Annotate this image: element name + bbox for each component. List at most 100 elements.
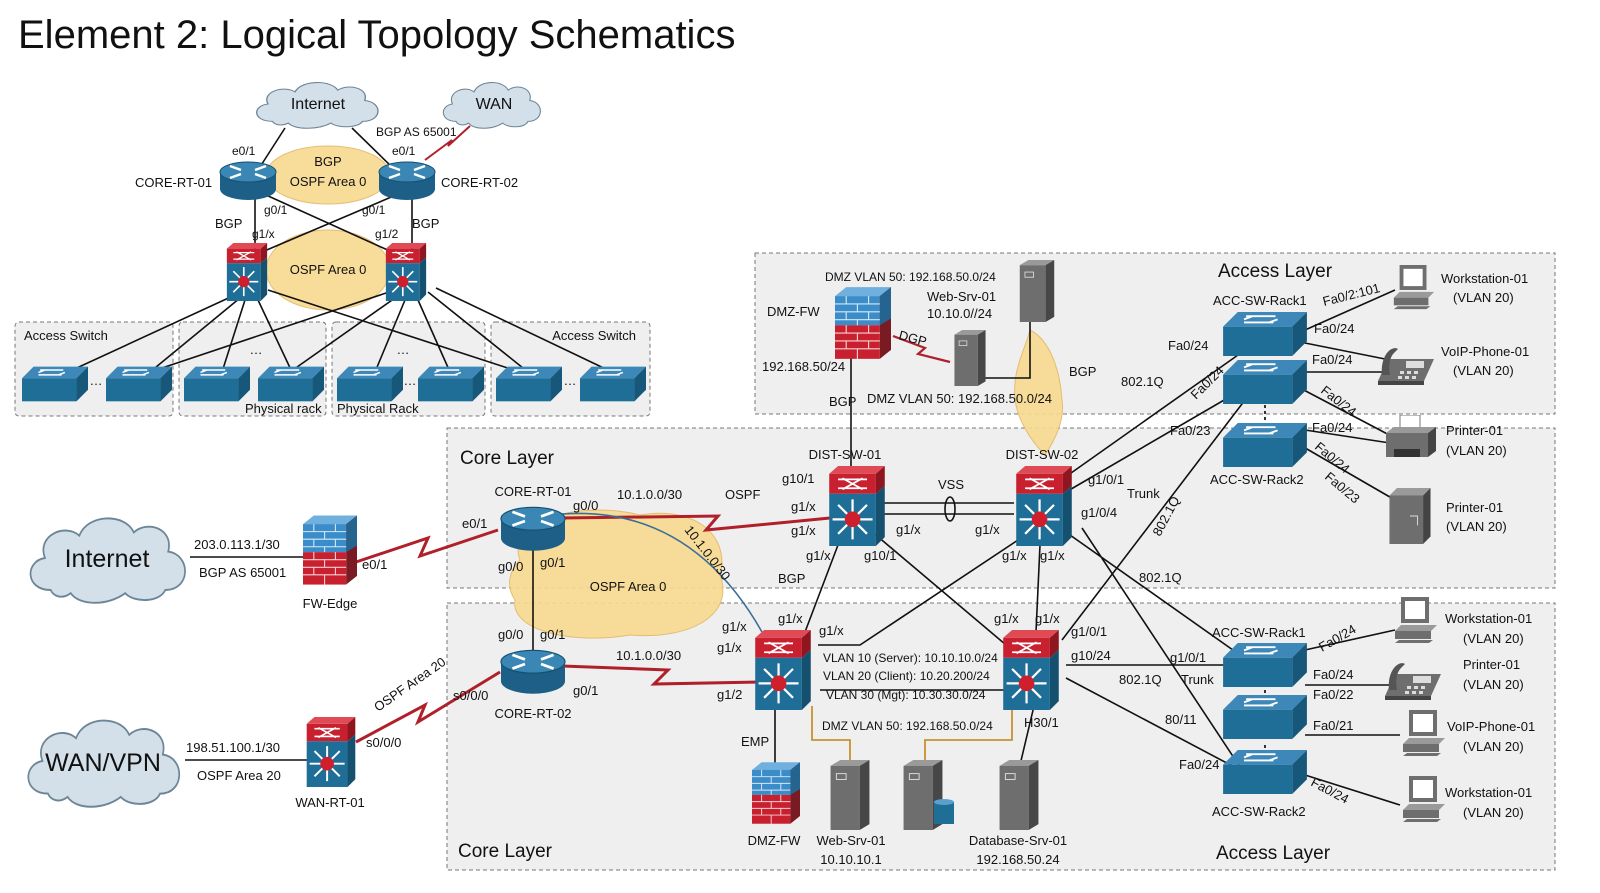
access-switch-icon[interactable]: [337, 366, 403, 402]
port-label: e0/1: [362, 557, 387, 572]
endpoint-label: VoIP-Phone-01: [1441, 344, 1529, 359]
ip-label: 10.10.0//24: [927, 306, 992, 321]
endpoint-vlan: (VLAN 20): [1463, 677, 1524, 692]
database-srv-01-server-icon[interactable]: [998, 760, 1040, 830]
access-switch-icon[interactable]: [184, 366, 250, 402]
acc-sw-rack1-switch-icon[interactable]: [1222, 312, 1308, 356]
subnet-label: 10.1.0.0/30: [617, 487, 682, 502]
access-switch-icon[interactable]: [1222, 360, 1308, 404]
ellipsis: …: [397, 342, 410, 357]
endpoint-label: Workstation-01: [1441, 271, 1528, 286]
web-srv-01-server-icon[interactable]: [829, 760, 871, 830]
port-label: s0/0/0: [366, 735, 401, 750]
protocol-label: BGP: [778, 571, 805, 586]
access-switch-icon[interactable]: [418, 366, 484, 402]
device-label: Web-Srv-01: [816, 833, 885, 848]
printer-icon[interactable]: [1388, 488, 1432, 544]
wan-rt-01-icon[interactable]: [305, 717, 357, 787]
access-switch-icon[interactable]: [106, 366, 172, 402]
device-label: ACC-SW-Rack2: [1212, 804, 1306, 819]
port-label: g1/x: [778, 611, 803, 626]
link-label: OSPF Area 20: [197, 768, 281, 783]
device-label: ACC-SW-Rack1: [1213, 293, 1307, 308]
l3-switch-icon[interactable]: [753, 630, 813, 710]
core-rt-02-router-icon[interactable]: [377, 160, 437, 202]
group-label: Physical Rack: [337, 401, 419, 416]
l3-switch-icon[interactable]: [384, 243, 428, 301]
acc-sw-rack2-switch-icon[interactable]: [1222, 423, 1308, 467]
port-label: g0/0: [573, 498, 598, 513]
cloud-label: WAN: [476, 96, 513, 113]
access-switch-icon[interactable]: [22, 366, 88, 402]
port-label: e0/1: [462, 516, 487, 531]
database-icon: [934, 799, 954, 824]
port-label: g1/x: [806, 548, 831, 563]
port-label: g1/x: [791, 499, 816, 514]
l3-switch-icon[interactable]: [1001, 630, 1061, 710]
access-switch-icon[interactable]: [580, 366, 646, 402]
access-switch-icon[interactable]: [258, 366, 324, 402]
layer-title: Core Layer: [460, 448, 555, 469]
group-label: Physical rack: [245, 401, 322, 416]
port-label: Fa0/24: [1312, 352, 1352, 367]
vlan-label: DMZ VLAN 50: 192.168.50.0/24: [867, 391, 1052, 406]
link-label: BGP AS 65001: [199, 565, 286, 580]
port-label: Fa0/24: [1314, 321, 1354, 336]
link-label: 802.1Q: [1139, 570, 1182, 585]
device-label: CORE-RT-01: [494, 484, 571, 499]
device-label: DIST-SW-01: [809, 447, 882, 462]
link-label: BGP AS 65001: [376, 125, 457, 139]
port-label: g0/1: [264, 203, 288, 217]
ellipsis: …: [404, 373, 417, 388]
dmz-fw-firewall-icon[interactable]: [835, 287, 891, 359]
dist-sw-02-icon[interactable]: [1014, 466, 1074, 546]
ellipsis: …: [250, 342, 263, 357]
l3-switch-icon[interactable]: [225, 243, 269, 301]
device-label: Database-Srv-01: [969, 833, 1067, 848]
link-label: Trunk: [1127, 486, 1160, 501]
port-label: Fa0/22: [1313, 687, 1353, 702]
web-srv-01-server-icon[interactable]: [1019, 260, 1055, 322]
acc-sw-rack1-switch-icon[interactable]: [1222, 643, 1308, 687]
protocol-label: DGP: [897, 327, 928, 349]
group-label: Access Switch: [24, 328, 108, 343]
port-label: g0/1: [540, 627, 565, 642]
core-rt-01-router-icon[interactable]: [499, 505, 567, 553]
device-label: Web-Srv-01: [927, 289, 996, 304]
core-rt-01-router-icon[interactable]: [218, 160, 278, 202]
printer-icon[interactable]: [1385, 415, 1437, 458]
dist-sw-01-icon[interactable]: [827, 466, 887, 546]
device-label: DMZ-FW: [767, 304, 820, 319]
link-label: 203.0.113.1/30: [194, 537, 280, 552]
protocol-label: BGP: [215, 216, 242, 231]
port-label: g1/x: [994, 611, 1019, 626]
vlan-label: VLAN 30 (Mgt): 10.30.30.0/24: [826, 688, 986, 702]
port-label: g1/x: [1040, 548, 1065, 563]
access-switch-icon[interactable]: [1222, 695, 1308, 739]
dmz-fw-firewall-icon[interactable]: [752, 761, 800, 825]
link-label: Trunk: [1181, 672, 1214, 687]
port-label: e0/1: [232, 144, 256, 158]
protocol-label: BGP: [829, 394, 856, 409]
area-label: BGP: [314, 154, 341, 169]
acc-sw-rack2-switch-icon[interactable]: [1222, 750, 1308, 794]
device-label: CORE-RT-02: [441, 175, 518, 190]
access-switch-icon[interactable]: [496, 366, 562, 402]
bgp-cloud: [1014, 329, 1064, 456]
vss-label: VSS: [938, 477, 964, 492]
ellipsis: …: [564, 373, 577, 388]
cloud-label: Internet: [291, 96, 346, 113]
port-label: Fa0/23: [1170, 423, 1210, 438]
server-icon[interactable]: [953, 330, 987, 386]
layer-title: Core Layer: [458, 841, 553, 862]
port-label: Fa0/24: [1179, 757, 1219, 772]
ip-label: 10.10.10.1: [820, 852, 881, 867]
protocol-label: OSPF: [725, 487, 760, 502]
core-rt-02-router-icon[interactable]: [499, 648, 567, 696]
endpoint-vlan: (VLAN 20): [1453, 290, 1514, 305]
port-label: g1/0/4: [1081, 505, 1117, 520]
subnet-label: 192.168.50/24: [762, 359, 845, 374]
main-topology: Internet 203.0.113.1/30 BGP AS 65001 FW-…: [27, 252, 1556, 871]
vlan-label: DMZ VLAN 50: 192.168.50.0/24: [822, 719, 993, 733]
fw-edge-firewall-icon[interactable]: [303, 515, 357, 585]
